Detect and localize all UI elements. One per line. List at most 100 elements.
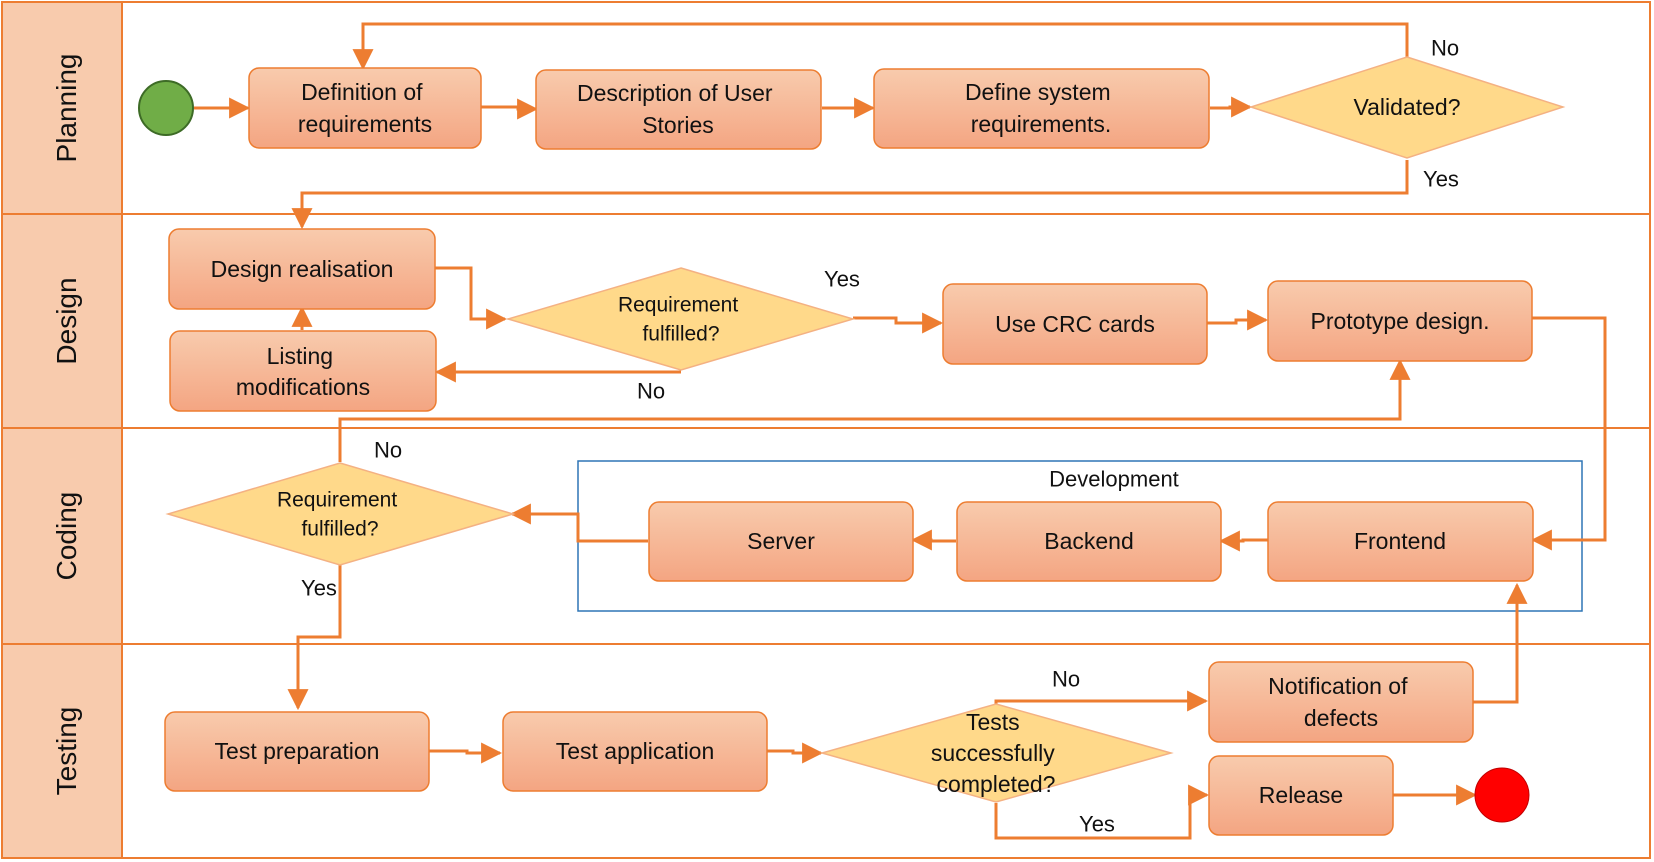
edge-systemreq-validated [1210,96,1253,118]
decision-validated: Validated? [1248,56,1566,159]
edge-testprep-testapp [429,742,503,764]
node-server: Server [648,501,914,582]
decision-nodes: Validated? Requirement fulfilled? Requir… [165,56,1566,803]
lane-design-header [1,213,123,429]
decision-reqcoding-line-1: Requirement [277,489,397,512]
edge-reqcoding-no-prototype [338,358,1411,462]
node-frontend: Frontend [1267,501,1534,582]
decision-reqcoding-text: Requirement fulfilled? [277,482,403,541]
node-testapp-text: Test application [556,738,715,764]
node-release-text: Release [1259,782,1343,808]
node-testprep-text: Test preparation [215,738,380,764]
node-definition-of-requirements: Definition of requirements [248,67,482,149]
decision-requirement-coding: Requirement fulfilled? [165,462,516,566]
decision-tests-line-2: successfully [931,740,1055,766]
node-userstories-text: Description of User Stories [577,72,779,138]
node-systemreq-line-2: requirements. [971,111,1112,137]
decision-tests-line-1: Tests [966,709,1020,735]
node-frontend-shape [1267,501,1534,582]
node-userstories-shape [535,69,822,150]
node-notification-of-defects: Notification of defects [1208,661,1474,743]
node-designreal-text: Design realisation [211,256,394,282]
node-design-realisation: Design realisation [168,228,436,310]
node-crc-cards: Use CRC cards [942,283,1208,365]
decision-validated-shape [1248,56,1566,159]
start-node [138,80,194,136]
edge-prototype-frontend [1530,316,1607,551]
label-design-yes: Yes [824,267,860,292]
label-validated-no: No [1431,36,1459,61]
decision-reqdesign-line-1: Requirement [618,294,738,317]
node-prototype-shape [1267,280,1533,362]
development-group-label: Development [1049,467,1179,492]
node-definition-line-1: Definition of [301,79,423,105]
edge-validated-no-loop [352,22,1409,71]
node-notification-text: Notification of defects [1268,665,1414,731]
label-coding-no: No [374,438,402,463]
node-frontend-text: Frontend [1354,528,1446,554]
lane-testing-header [1,643,123,859]
node-systemreq-text: Define system requirements. [965,71,1117,137]
lane-testing-label: Testing [51,707,82,796]
node-release: Release [1208,755,1394,836]
decision-reqdesign-line-2: fulfilled? [642,323,719,346]
node-listing-text: Listing modifications [236,335,370,400]
decision-tests-completed: Tests successfully completed? [819,701,1174,803]
node-notification-line-1: Notification of [1268,673,1408,699]
node-notification-shape [1208,661,1474,743]
node-definition-shape [248,67,482,149]
node-userstories-line-1: Description of User [577,80,773,106]
node-server-text: Server [747,528,815,554]
node-testprep-shape [164,711,430,792]
edge-frontend-backend [1218,530,1268,552]
lane-planning-header [1,1,123,215]
end-node [1474,767,1530,823]
edge-testapp-tests [766,742,824,764]
lane-planning-label: Planning [51,54,82,163]
decision-tests-shape [819,703,1174,803]
lane-coding-label: Coding [51,492,82,581]
edge-validated-yes-design [291,160,1409,230]
node-systemreq-line-1: Define system [965,79,1111,105]
node-definition-line-2: requirements [298,111,432,137]
node-notification-line-2: defects [1304,705,1378,731]
node-definition-text: Definition of requirements [298,71,432,137]
node-crc-text: Use CRC cards [995,311,1155,337]
node-backend-text: Backend [1044,528,1134,554]
node-server-shape [648,501,914,582]
node-designreal-shape [168,228,436,310]
node-systemreq-shape [873,68,1210,149]
node-listing-line-2: modifications [236,374,370,400]
label-coding-yes: Yes [301,576,337,601]
edge-designreal-reqdesign [435,266,508,330]
edge-notification-frontend [1473,582,1528,704]
decision-tests-line-3: completed? [937,771,1056,797]
node-user-stories: Description of User Stories [535,69,822,150]
process-nodes: Definition of requirements Description o… [164,67,1534,836]
lane-coding-header [1,427,123,645]
node-prototype-design: Prototype design. [1267,280,1533,362]
decision-tests-text: Tests successfully completed? [931,701,1061,797]
node-listing-line-1: Listing [267,343,333,369]
edge-labels: No Yes Yes No No Yes No Yes [301,36,1459,837]
decision-reqdesign-text: Requirement fulfilled? [618,287,744,346]
node-listing-shape [169,330,437,412]
node-test-application: Test application [502,711,768,792]
edge-backend-server [910,529,956,551]
label-validated-yes: Yes [1423,167,1459,192]
label-design-no: No [637,379,665,404]
node-release-shape [1208,755,1394,836]
decision-validated-text: Validated? [1354,94,1461,120]
node-testapp-shape [502,711,768,792]
edge-reqdesign-yes-crc [853,312,944,334]
edge-crc-prototype [1207,309,1269,331]
node-prototype-text: Prototype design. [1310,308,1489,334]
node-crc-shape [942,283,1208,365]
decision-requirement-design: Requirement fulfilled? [505,267,856,371]
node-backend-shape [956,501,1222,582]
label-tests-no: No [1052,667,1080,692]
node-backend: Backend [956,501,1222,582]
node-test-preparation: Test preparation [164,711,430,792]
decision-reqdesign-shape [505,267,856,371]
